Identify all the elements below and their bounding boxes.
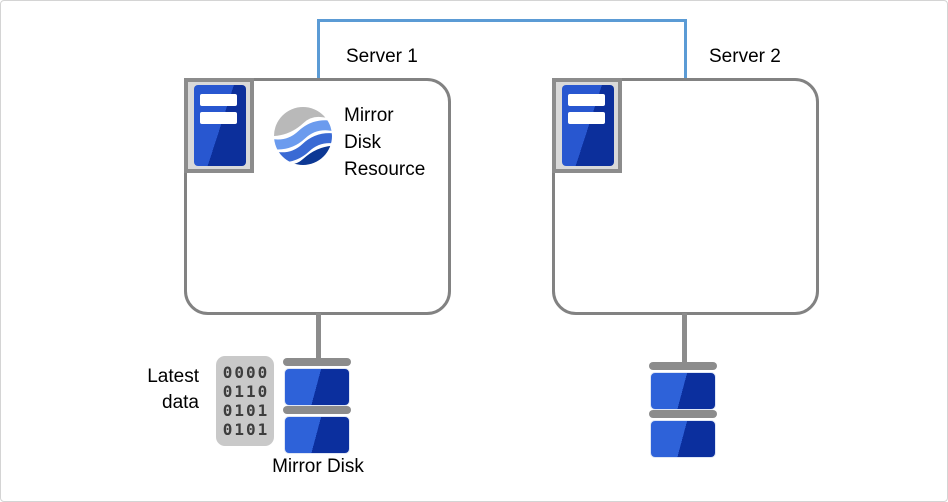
server1-disk-stem [316,313,321,359]
disk-platter [650,372,716,410]
server-link-line-right [684,19,687,79]
server-tower-body [194,85,246,166]
disk-platter [284,416,350,454]
mirror-disk-resource-label: Mirror Disk Resource [344,105,426,180]
binary-row: 0101 [222,401,270,420]
tower-drive-bay [200,112,237,124]
disk-bar [283,406,351,414]
server2-disk-stem [682,313,687,363]
server-tower-body [562,85,614,166]
mirror-disk-caption: Mirror Disk [272,456,364,477]
disk-bar [283,358,351,366]
server1-disk-icon [283,358,351,454]
server2-disk-icon [649,362,717,458]
server1-label: Server 1 [346,46,418,67]
server-link-line-horizontal [317,19,687,22]
server2-tower-icon [552,78,622,173]
mirror-disk-resource-icon [274,107,332,165]
binary-data-icon: 0000 0110 0101 0101 [216,356,274,446]
binary-row: 0110 [222,382,270,401]
disk-bar [649,410,717,418]
tower-drive-bay [200,94,237,106]
binary-row: 0000 [222,363,270,382]
disk-bar [649,362,717,370]
server1-tower-icon [184,78,254,173]
tower-drive-bay [568,94,605,106]
server-link-line-left [317,19,320,79]
disk-platter [284,368,350,406]
server2-label: Server 2 [709,46,781,67]
binary-row: 0101 [222,420,270,439]
disk-platter [650,420,716,458]
latest-data-label: Latest data [147,366,199,413]
tower-drive-bay [568,112,605,124]
